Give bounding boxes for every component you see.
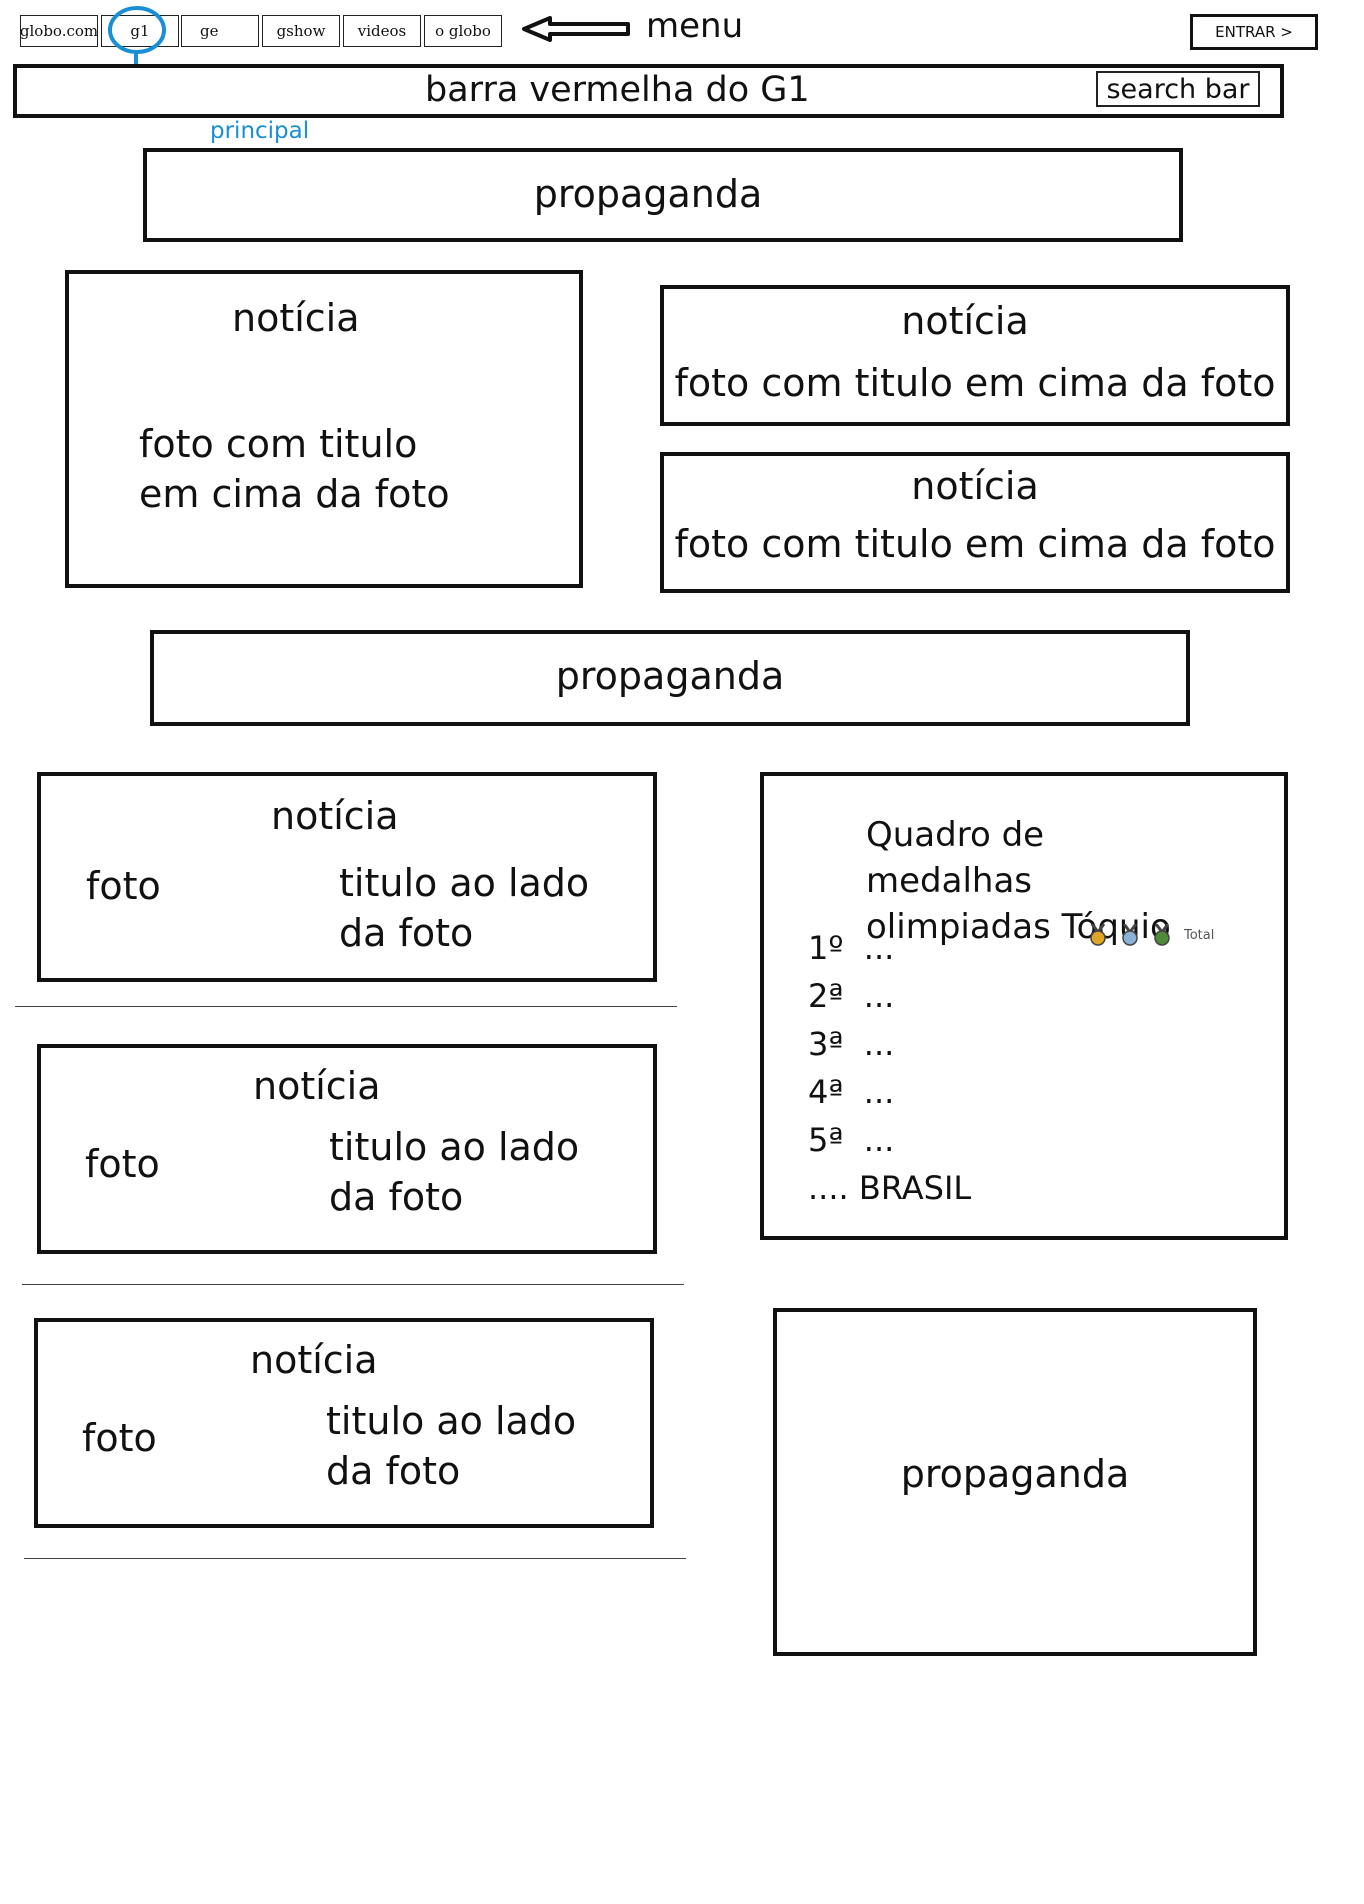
news-photo: foto	[86, 864, 161, 908]
news-card-3[interactable]: notícia foto titulo ao lado da foto	[34, 1318, 654, 1528]
login-button[interactable]: ENTRAR >	[1190, 14, 1318, 50]
ad-banner-sidebar: propaganda	[773, 1308, 1257, 1656]
red-bar-label: barra vermelha do G1	[425, 70, 810, 110]
news-heading: notícia	[911, 464, 1039, 508]
medal-ranking-list: 1º ... 2ª ... 3ª ... 4ª ... 5ª ... .... …	[808, 924, 971, 1212]
news-card-1[interactable]: notícia foto titulo ao lado da foto	[37, 772, 657, 982]
rank-row: 4ª ...	[808, 1073, 895, 1111]
rank-row: 3ª ...	[808, 1025, 895, 1063]
bronze-medal-icon	[1154, 924, 1170, 946]
rank-row: 1º ...	[808, 929, 895, 967]
red-bar	[13, 64, 1284, 118]
divider	[24, 1558, 686, 1559]
gold-medal-icon	[1090, 924, 1106, 946]
news-heading: notícia	[901, 299, 1029, 343]
ad-banner-top: propaganda	[143, 148, 1183, 242]
news-photo: foto	[82, 1416, 157, 1460]
medal-table[interactable]: Quadro de medalhas olimpiadas Tóquio Tot…	[760, 772, 1288, 1240]
news-title: titulo ao lado da foto	[329, 1125, 580, 1219]
tab-g1[interactable]: g1	[101, 15, 179, 47]
menu-label: menu	[646, 6, 744, 46]
silver-medal-icon	[1122, 924, 1138, 946]
medal-legend: Total	[1088, 924, 1214, 946]
news-heading: notícia	[271, 794, 399, 838]
featured-news-main[interactable]: notícia foto com titulo em cima da foto	[65, 270, 583, 588]
news-body: foto com titulo em cima da foto	[674, 361, 1276, 405]
tab-globo-com[interactable]: globo.com	[20, 15, 98, 47]
news-photo: foto	[85, 1142, 160, 1186]
ad-label: propaganda	[555, 654, 785, 698]
divider	[22, 1284, 684, 1285]
medal-total-label: Total	[1184, 927, 1215, 943]
arrow-left-icon	[522, 16, 630, 42]
news-body: foto com titulo em cima da foto	[674, 522, 1276, 566]
search-bar[interactable]: search bar	[1096, 71, 1260, 107]
rank-row: 2ª ...	[808, 977, 895, 1015]
ad-label: propaganda	[533, 172, 763, 216]
news-title: titulo ao lado da foto	[326, 1399, 577, 1493]
ad-label: propaganda	[900, 1452, 1130, 1496]
tab-o-globo[interactable]: o globo	[424, 15, 502, 47]
rank-row-brasil: .... BRASIL	[808, 1169, 972, 1207]
news-heading: notícia	[232, 296, 360, 340]
featured-news-side-2[interactable]: notícia foto com titulo em cima da foto	[660, 452, 1290, 593]
medal-table-title: Quadro de medalhas olimpiadas Tóquio	[866, 815, 1171, 947]
tab-gshow[interactable]: gshow	[262, 15, 340, 47]
tab-videos[interactable]: videos	[343, 15, 421, 47]
news-body: foto com titulo em cima da foto	[139, 422, 450, 516]
news-heading: notícia	[253, 1064, 381, 1108]
featured-news-side-1[interactable]: notícia foto com titulo em cima da foto	[660, 285, 1290, 426]
divider	[15, 1006, 677, 1007]
rank-row: 5ª ...	[808, 1121, 895, 1159]
news-card-2[interactable]: notícia foto titulo ao lado da foto	[37, 1044, 657, 1254]
ad-banner-middle: propaganda	[150, 630, 1190, 726]
news-title: titulo ao lado da foto	[339, 861, 590, 955]
tab-ge[interactable]: ge	[181, 15, 259, 47]
news-heading: notícia	[250, 1338, 378, 1382]
